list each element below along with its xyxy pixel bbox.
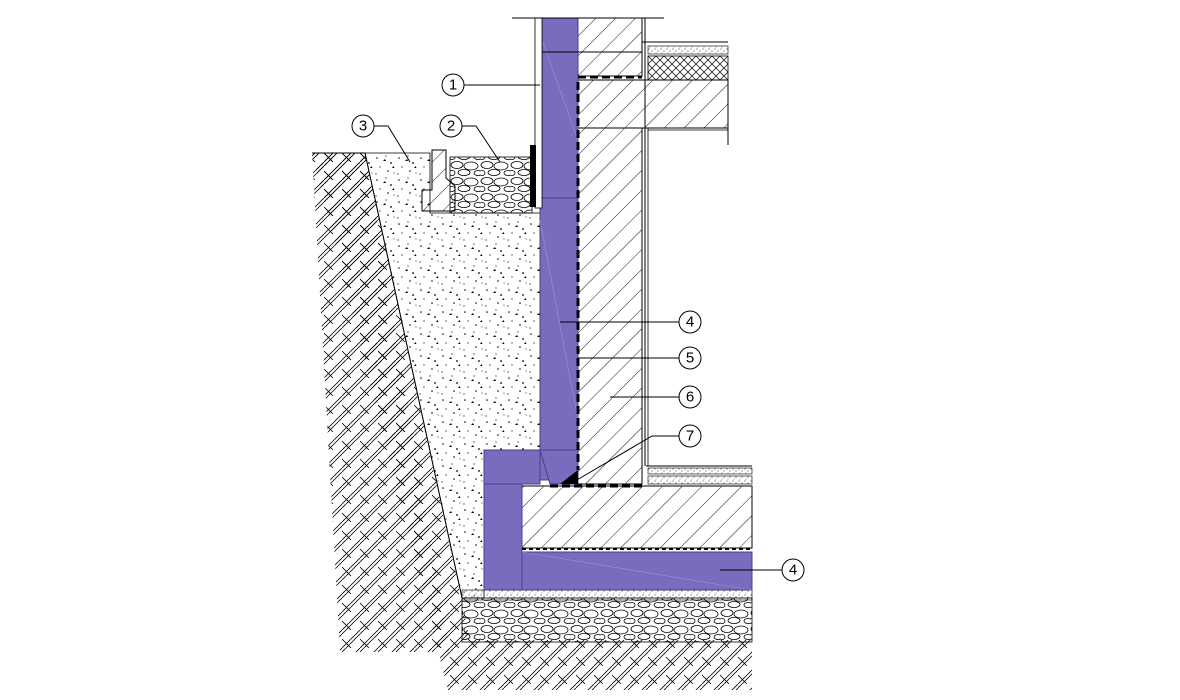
- callout-7: 7: [678, 424, 702, 448]
- plinth-render: [512, 17, 664, 209]
- edging-stone: [421, 149, 456, 212]
- svg-text:6: 6: [686, 389, 694, 406]
- svg-text:4: 4: [789, 562, 797, 579]
- base-gravel-bed: [461, 589, 753, 643]
- svg-text:2: 2: [447, 118, 455, 135]
- waterproofing-membrane: [522, 75, 752, 550]
- callout-3: 3: [351, 114, 375, 138]
- interior-lining: [644, 18, 729, 466]
- callout-4-slab: 4: [781, 558, 805, 582]
- upper-floor-buildup: [642, 41, 729, 81]
- svg-text:1: 1: [449, 77, 457, 94]
- svg-text:3: 3: [359, 118, 367, 135]
- svg-text:7: 7: [686, 428, 694, 445]
- callout-2: 2: [439, 114, 463, 138]
- leader-lines: [374, 84, 782, 571]
- concrete-structure: [521, 17, 753, 549]
- callout-1: 1: [441, 73, 465, 97]
- callout-5: 5: [678, 346, 702, 370]
- callout-4-wall: 4: [678, 310, 702, 334]
- callout-6: 6: [678, 385, 702, 409]
- basement-floor-buildup: [646, 465, 753, 485]
- svg-text:4: 4: [686, 314, 694, 331]
- svg-text:5: 5: [686, 350, 694, 367]
- surface-gravel: [449, 156, 533, 214]
